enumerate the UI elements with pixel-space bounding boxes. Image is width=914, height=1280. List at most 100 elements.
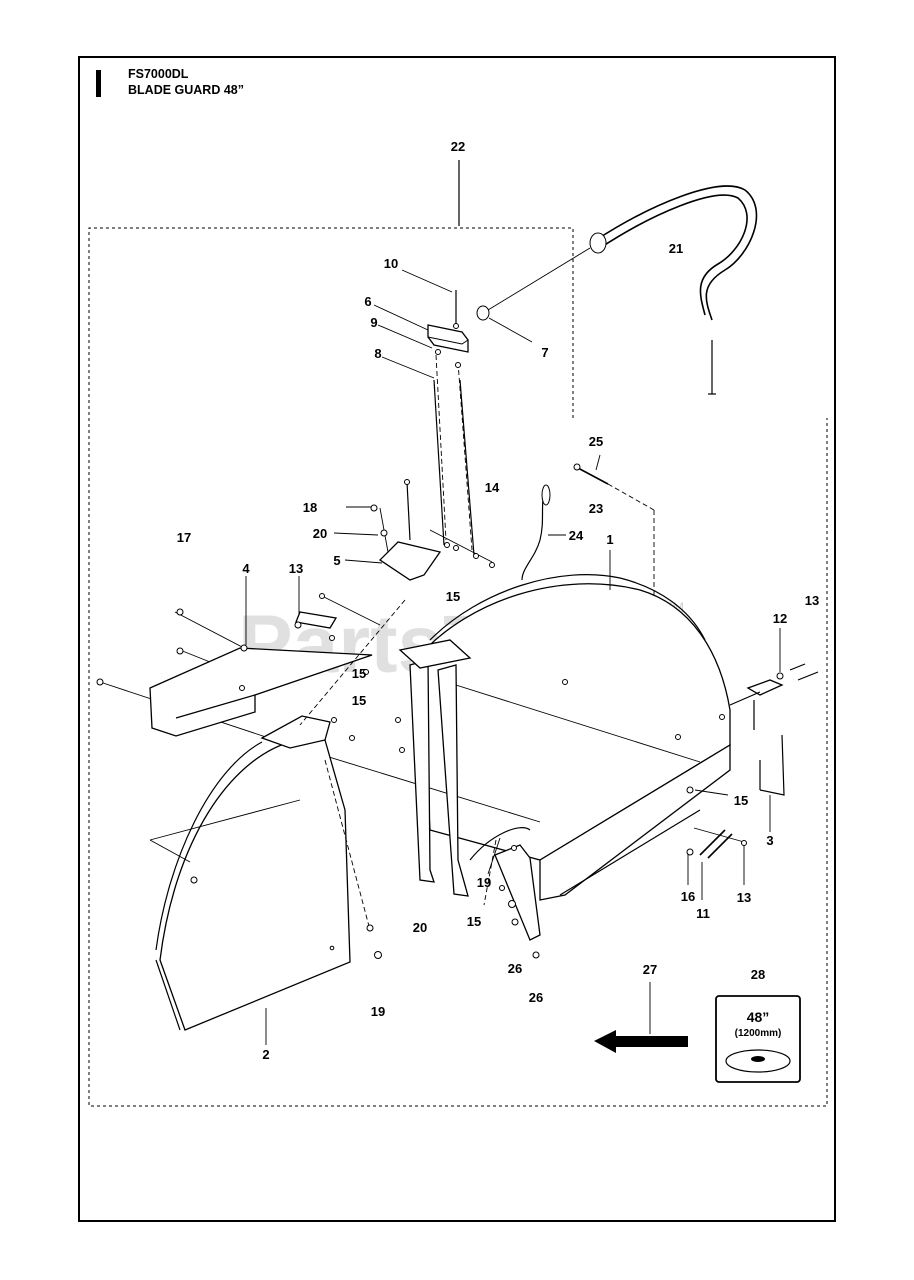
callout-19-upper: 19 [477, 875, 491, 890]
callout-28: 28 [751, 967, 765, 982]
axis-line-right [439, 679, 701, 763]
callout-9: 9 [370, 315, 377, 330]
callout-4: 4 [242, 561, 250, 576]
callout-26-lower: 26 [529, 990, 543, 1005]
model-number: FS7000DL [128, 67, 189, 81]
cable-loop [541, 484, 551, 506]
blade-size-metric: (1200mm) [735, 1028, 782, 1039]
leader-6 [373, 304, 429, 331]
leader-5 [344, 559, 383, 564]
page-header: FS7000DL BLADE GUARD 48” [128, 66, 244, 98]
leader-19-upper [487, 837, 501, 875]
callout-10: 10 [384, 256, 398, 271]
nut-7 [476, 305, 490, 321]
support-rod-right-edge [459, 379, 475, 556]
guard-arc-19 [469, 827, 531, 861]
guard-flange-center [494, 844, 541, 941]
guard-2-bottom [155, 959, 181, 1031]
guard-2-internal-line-2 [149, 839, 191, 863]
callout-labels: 1 2 3 4 5 6 7 8 9 10 11 12 13 13 13 14 1… [177, 139, 819, 1062]
mount-bracket-4 [149, 647, 373, 737]
support-rod-right [457, 361, 473, 551]
bolt-row-14 [429, 529, 493, 563]
guard-2-internal-line [149, 799, 301, 841]
leader-15-right [694, 789, 729, 796]
clamp-plate-12 [746, 679, 784, 696]
callout-27: 27 [643, 962, 657, 977]
hinge-bracket-5 [378, 541, 442, 581]
fasteners [96, 323, 747, 959]
callout-26-upper: 26 [508, 961, 522, 976]
bolt-13-right-a [789, 663, 806, 671]
leader-bracket-to-guard [299, 599, 406, 726]
leader-20-upper [333, 532, 379, 536]
callout-15-e: 15 [467, 914, 481, 929]
callout-20-lower: 20 [413, 920, 427, 935]
callout-16: 16 [681, 889, 695, 904]
callout-15-a: 15 [446, 589, 460, 604]
callout-25: 25 [589, 434, 603, 449]
callout-6: 6 [364, 294, 371, 309]
handle-fitting [589, 232, 607, 254]
blade-guard-left-2 [159, 739, 351, 1031]
group-outline-22 [88, 227, 828, 1107]
callout-12: 12 [773, 611, 787, 626]
callout-24: 24 [569, 528, 584, 543]
guard-1-top-edge [429, 574, 706, 641]
leader-10 [401, 269, 453, 293]
support-rod-left-edge [433, 379, 445, 546]
leader-9 [377, 324, 433, 349]
lever-13-left [295, 611, 338, 629]
clamp-rod [729, 691, 761, 706]
callout-3: 3 [766, 833, 773, 848]
blade-arbor-hole-icon [751, 1056, 765, 1062]
callout-11: 11 [696, 906, 710, 921]
leader-7 [488, 317, 533, 343]
callout-13-upper-right: 13 [805, 593, 819, 608]
support-leg-right [437, 664, 469, 897]
guard-1-lower-line [559, 809, 701, 896]
handle-tube-inner [599, 194, 748, 316]
section-marker [96, 70, 101, 97]
callout-7: 7 [541, 345, 548, 360]
guard-2-outer-edge [155, 741, 263, 951]
blade-size: 48” [747, 1009, 770, 1025]
callout-20-upper: 20 [313, 526, 327, 541]
callout-13-left: 13 [289, 561, 303, 576]
callout-15-b: 15 [352, 666, 366, 681]
mount-bracket-4-fold [175, 694, 256, 719]
callout-18: 18 [303, 500, 317, 515]
callout-17: 17 [177, 530, 191, 545]
callout-19-lower: 19 [371, 1004, 385, 1019]
page-frame [78, 56, 836, 1222]
leader-15-lower [483, 839, 497, 906]
leader-20-lower-dash [324, 759, 371, 931]
bolt-center [406, 481, 411, 541]
callout-13-lower-right: 13 [737, 890, 751, 905]
callout-15-c: 15 [352, 693, 366, 708]
lever-11-b [707, 833, 733, 859]
lever-11 [699, 829, 726, 856]
callout-23: 23 [589, 501, 603, 516]
washer-12 [776, 672, 784, 680]
bolt-13-right-b [797, 671, 819, 681]
bolt-13-left [319, 594, 381, 626]
callout-14: 14 [485, 480, 500, 495]
callout-8: 8 [374, 346, 381, 361]
cable-24 [521, 489, 546, 581]
side-plate-3 [759, 734, 785, 796]
callout-21: 21 [669, 241, 683, 256]
blade-guard-right-1 [419, 583, 731, 861]
support-leg-top-plate [398, 639, 472, 669]
leader-handle-to-nut [487, 247, 591, 311]
callout-15-d: 15 [734, 793, 748, 808]
callout-2: 2 [262, 1047, 269, 1062]
callout-5: 5 [333, 553, 340, 568]
direction-arrow-27 [594, 1030, 688, 1053]
support-rod-left [435, 354, 447, 541]
bracket-block-6-edge [427, 336, 469, 345]
guard-2-top-tab [260, 715, 331, 749]
leader-25-dash [607, 483, 655, 511]
bolt-25 [577, 467, 609, 485]
